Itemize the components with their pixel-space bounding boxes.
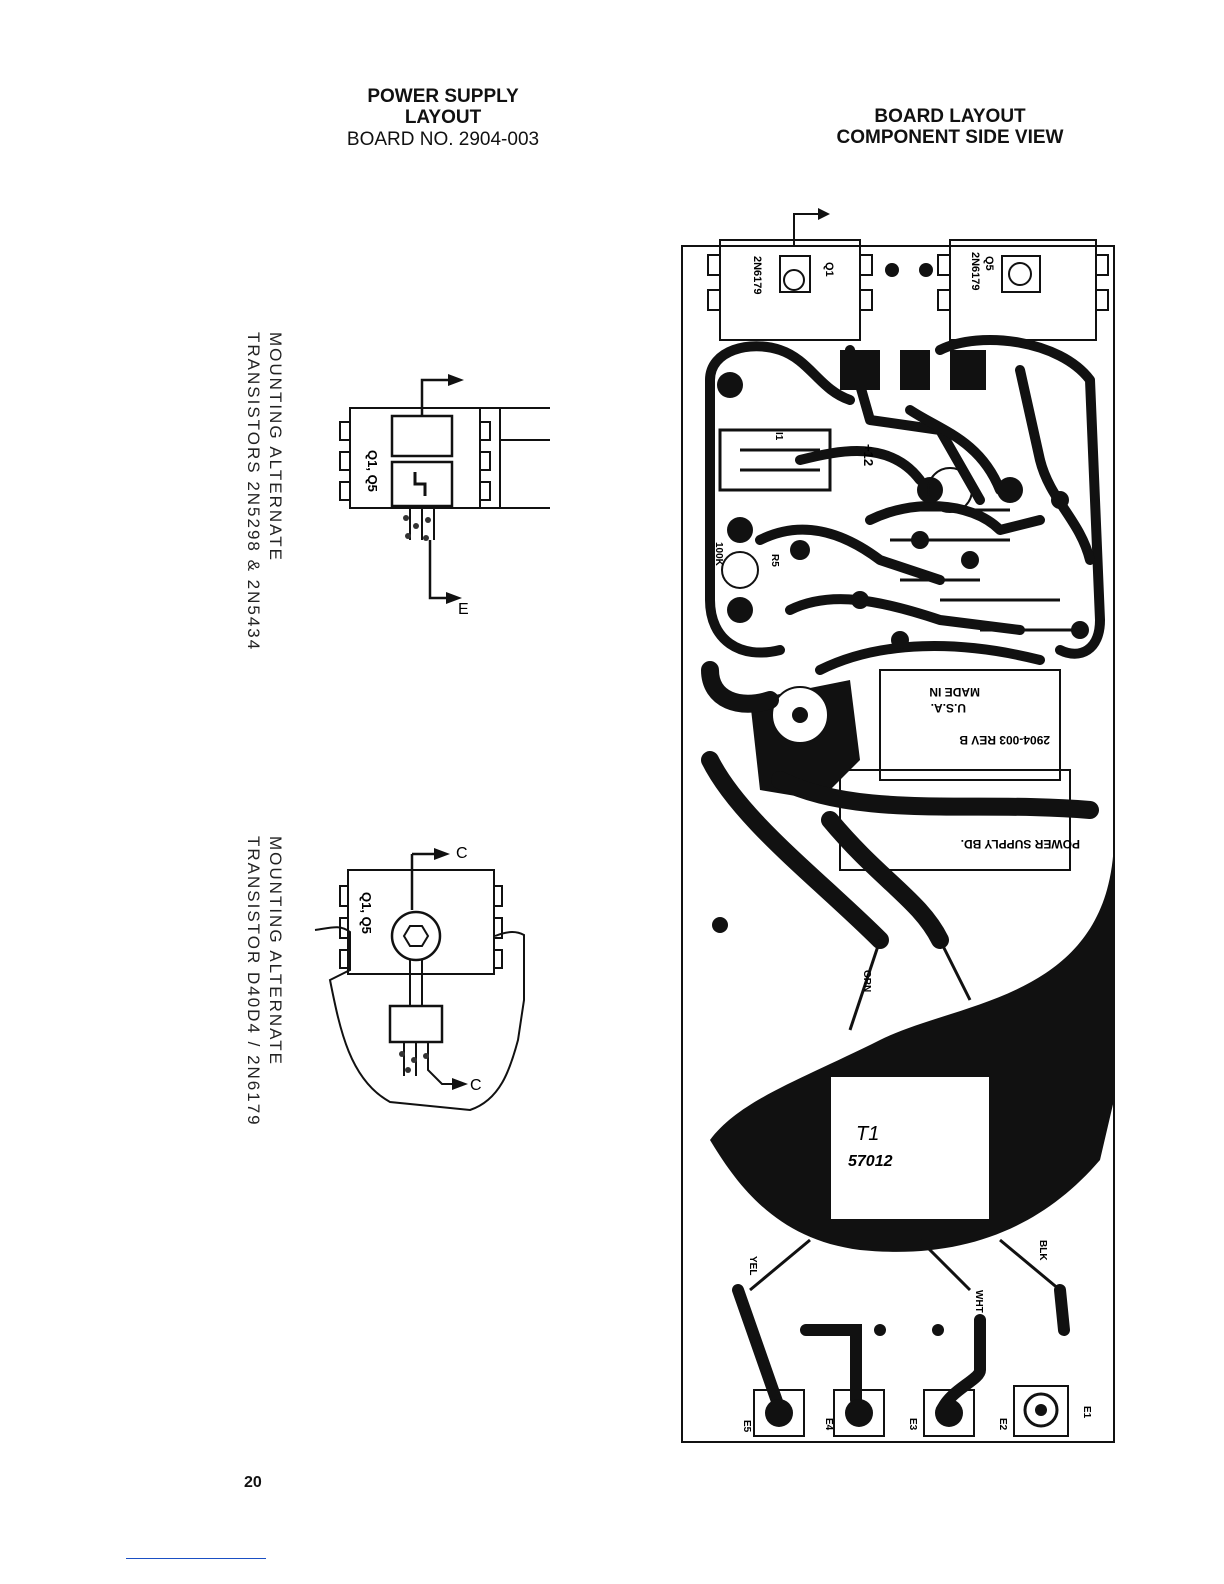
terminal-e3-label: E3	[907, 1418, 918, 1431]
q1-label: Q1	[823, 262, 835, 277]
terminal-e2-label: E2	[997, 1418, 1008, 1431]
made-in-label: MADE IN	[929, 685, 980, 699]
board-number: BOARD NO. 2904-003	[346, 128, 540, 150]
detail-2-top-lead-label: C	[456, 845, 468, 862]
mounting-caption-2-line2: TRANSISTOR D40D4 / 2N6179	[244, 836, 263, 1127]
title-left-line2: LAYOUT	[404, 107, 482, 129]
wire-yel-label: YEL	[747, 1256, 758, 1275]
mounting-caption-2: MOUNTING ALTERNATE TRANSISTOR D40D4 / 2N…	[242, 836, 286, 1127]
pcb-thin-traces	[718, 428, 1080, 632]
mounting-caption-2-line1: MOUNTING ALTERNATE	[266, 836, 285, 1066]
wire-grn-label: GRN	[861, 970, 872, 992]
regulator-area	[750, 669, 1071, 871]
q5-heatsink	[937, 239, 1109, 341]
terminal-pads	[874, 1324, 944, 1336]
transformer-t1	[829, 1075, 991, 1221]
detail-2-bottom-lead-label: C	[470, 1077, 482, 1094]
board-name-label: POWER SUPPLY BD.	[961, 837, 1080, 851]
transformer-part-label: 57012	[848, 1153, 893, 1170]
mounting-detail-1: Q1, Q5 E	[339, 374, 550, 618]
mounting-detail-2: Q1, Q5 C C	[314, 845, 525, 1112]
ic-label: I1	[773, 432, 784, 441]
supply-voltage-label: +12	[861, 444, 876, 466]
pcb-board-layout: 2N6179 Q1 2N6179 Q5 100K	[681, 208, 1115, 1443]
q5-type-label: 2N6179	[969, 252, 981, 291]
leads-to-transformer	[848, 939, 972, 1031]
title-right-line2: COMPONENT SIDE VIEW	[836, 127, 1064, 149]
footer-rule	[126, 1558, 266, 1559]
detail-1-part-label: Q1, Q5	[365, 450, 380, 492]
pot-value-label: 100K	[713, 542, 724, 567]
title-right-line1: BOARD LAYOUT	[874, 106, 1026, 127]
mounting-caption-1-line2: TRANSISTORS 2N5298 & 2N5434	[244, 332, 263, 652]
electrolytic-capacitor	[927, 467, 973, 513]
usa-label: U.S.A.	[931, 701, 966, 715]
trim-pot	[721, 551, 759, 589]
power-supply-layout-title: POWER SUPPLY LAYOUT BOARD NO. 2904-003	[318, 86, 568, 150]
terminal-traces	[732, 1284, 1070, 1416]
q1-heatsink	[707, 213, 873, 341]
title-left-line1: POWER SUPPLY	[367, 86, 519, 107]
terminal-blocks	[753, 1385, 1069, 1437]
page-number: 20	[244, 1474, 262, 1491]
transformer-ground-area	[710, 840, 1114, 1252]
q5-label: Q5	[983, 256, 995, 271]
transformer-wires	[749, 1238, 1061, 1292]
mounting-caption-1: MOUNTING ALTERNATE TRANSISTORS 2N5298 & …	[242, 332, 286, 651]
wire-wht-label: WHT	[973, 1290, 984, 1313]
board-layout-title: BOARD LAYOUT COMPONENT SIDE VIEW	[805, 106, 1095, 149]
terminal-e1-label: E1	[1081, 1406, 1092, 1419]
power-traces	[701, 661, 1099, 949]
terminal-e5-label: E5	[741, 1420, 752, 1433]
wire-blk-label: BLK	[1037, 1240, 1048, 1261]
revision-label: 2904-003 REV B	[959, 733, 1050, 747]
mounting-hole	[712, 917, 728, 933]
pot-ref-label: R5	[769, 554, 780, 567]
terminal-e4-label: E4	[823, 1418, 834, 1431]
detail-1-lead-label: E	[458, 601, 469, 618]
pcb-pads	[717, 350, 1089, 649]
detail-2-part-label: Q1, Q5	[359, 892, 374, 934]
mounting-caption-1-line1: MOUNTING ALTERNATE	[266, 332, 285, 562]
transformer-ref-label: T1	[856, 1123, 879, 1145]
q1-type-label: 2N6179	[751, 256, 763, 295]
